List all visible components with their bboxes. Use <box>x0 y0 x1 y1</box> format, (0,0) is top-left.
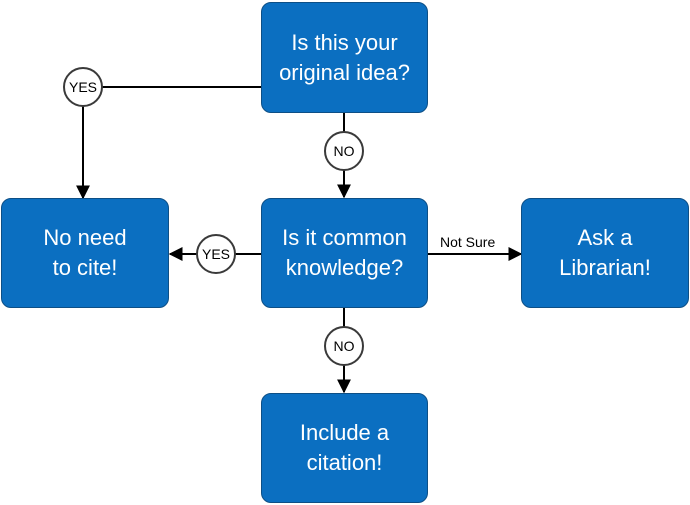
node-common-knowledge-line1: Is it common <box>282 225 407 250</box>
node-ask-librarian: Ask a Librarian! <box>521 198 689 308</box>
node-original-idea-line1: Is this your <box>291 29 398 55</box>
node-librarian-line2: Librarian! <box>559 255 651 280</box>
node-common-knowledge: Is it common knowledge? <box>261 198 428 308</box>
badge-original-yes: YES <box>63 67 103 107</box>
node-common-knowledge-line2: knowledge? <box>285 255 404 280</box>
node-no-need-line1: No need <box>43 225 127 250</box>
badge-common-no: NO <box>324 326 364 366</box>
badge-common-yes: YES <box>196 234 236 274</box>
node-no-need-to-cite: No need to cite! <box>1 198 169 308</box>
node-citation-line2: citation! <box>306 450 383 475</box>
node-citation-line1: Include a <box>299 420 390 445</box>
node-original-idea: Is this your original idea? <box>261 2 428 113</box>
node-include-citation: Include a citation! <box>261 393 428 503</box>
node-no-need-line2: to cite! <box>52 255 118 280</box>
connector-original-yes <box>76 86 261 200</box>
node-librarian-line1: Ask a <box>577 225 633 250</box>
node-original-idea-line2: original idea? <box>279 59 410 85</box>
label-not-sure: Not Sure <box>440 234 496 250</box>
badge-original-no: NO <box>324 131 364 171</box>
